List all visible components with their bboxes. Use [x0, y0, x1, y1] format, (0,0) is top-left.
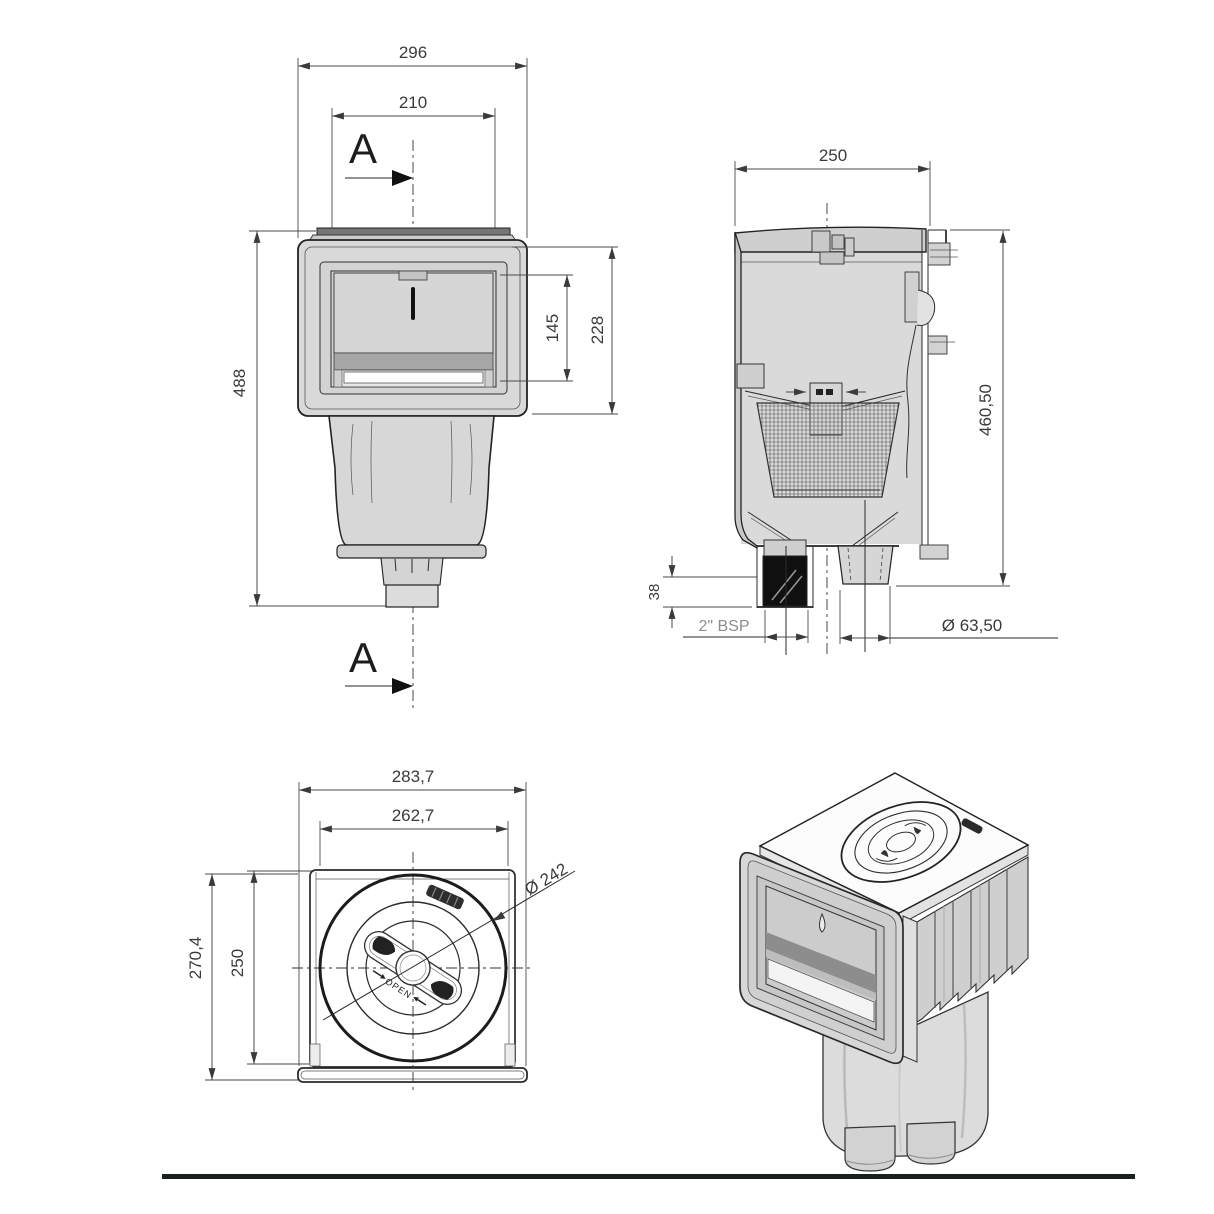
section-arrow-bottom — [392, 678, 413, 694]
dim-front-height-opening: 145 — [543, 314, 562, 342]
iso-lid-rings — [840, 801, 962, 883]
isometric-view — [739, 772, 1030, 1172]
iso-side-ribs — [916, 856, 1029, 1023]
iso-flap-slot — [767, 958, 875, 1023]
faceplate-flange-top-view — [297, 1067, 528, 1083]
section-view: 250 — [646, 146, 1058, 655]
iso-corner-post — [902, 915, 918, 1063]
section-marker-a-bottom: A — [349, 634, 377, 681]
iso-pipe-left — [844, 1125, 896, 1172]
dim-front-width-outer: 296 — [399, 43, 427, 62]
dim-section-height-total: 460,50 — [976, 384, 995, 436]
weir-bracket — [904, 271, 920, 323]
side-box — [736, 363, 765, 389]
top-view: 283,7 262,7 270,4 250 — [186, 767, 576, 1090]
label-thread: 2" BSP — [698, 618, 749, 635]
weir-float — [916, 289, 936, 326]
dim-top-width-inner: 262,7 — [392, 806, 435, 825]
lid-edge-front — [316, 227, 511, 236]
dim-top-depth-outer: 270,4 — [186, 937, 205, 980]
bsp-socket — [762, 555, 808, 607]
lid-handle: OPEN — [363, 931, 463, 1006]
body-collar-front — [336, 544, 487, 559]
body-bucket-front — [328, 415, 495, 546]
ground-line — [162, 1174, 1135, 1179]
strainer-basket — [756, 402, 900, 498]
iso-lid-slot — [961, 818, 983, 834]
dim-front-height-total: 488 — [230, 369, 249, 397]
lid-section — [734, 226, 927, 253]
section-marker-a-top: A — [349, 125, 377, 172]
lid-diameter-arrow — [493, 911, 506, 921]
flap-slot — [343, 371, 484, 384]
mount-lug-upper — [927, 242, 951, 266]
weir-cord — [906, 324, 917, 479]
dim-front-width-opening: 210 — [399, 93, 427, 112]
lid-middle-circle — [346, 901, 480, 1035]
handle-grip-left — [372, 936, 396, 955]
dim-front-height-faceplate: 228 — [588, 316, 607, 344]
dim-pipe-diameter: Ø 63,50 — [942, 616, 1003, 635]
dim-section-width-top: 250 — [819, 146, 847, 165]
section-arrow-top — [392, 170, 413, 186]
iso-top-plate — [758, 772, 1030, 914]
iso-flap-band — [766, 932, 876, 993]
iso-pipe-right — [906, 1121, 956, 1165]
handle-grip-right — [430, 981, 454, 1000]
lid-outer-circle — [318, 873, 508, 1063]
mount-lug-lower — [927, 335, 948, 355]
iso-flap-teardrop — [819, 912, 826, 933]
flap-lower-band — [333, 352, 494, 371]
lid-inner-circle — [365, 920, 461, 1016]
bsp-socket-collar — [763, 539, 807, 557]
dim-top-depth-inner: 250 — [228, 949, 247, 977]
flap-tab — [398, 270, 428, 281]
lid-brand-label — [426, 884, 464, 910]
dim-lid-diameter: Ø 242 — [521, 859, 570, 899]
lid-knob — [811, 230, 831, 253]
outlet-pipe-front — [385, 584, 439, 608]
dim-top-width-outer: 283,7 — [392, 767, 435, 786]
dim-section-spigot: 38 — [646, 584, 663, 601]
front-view: 296 210 A 488 — [230, 43, 618, 712]
